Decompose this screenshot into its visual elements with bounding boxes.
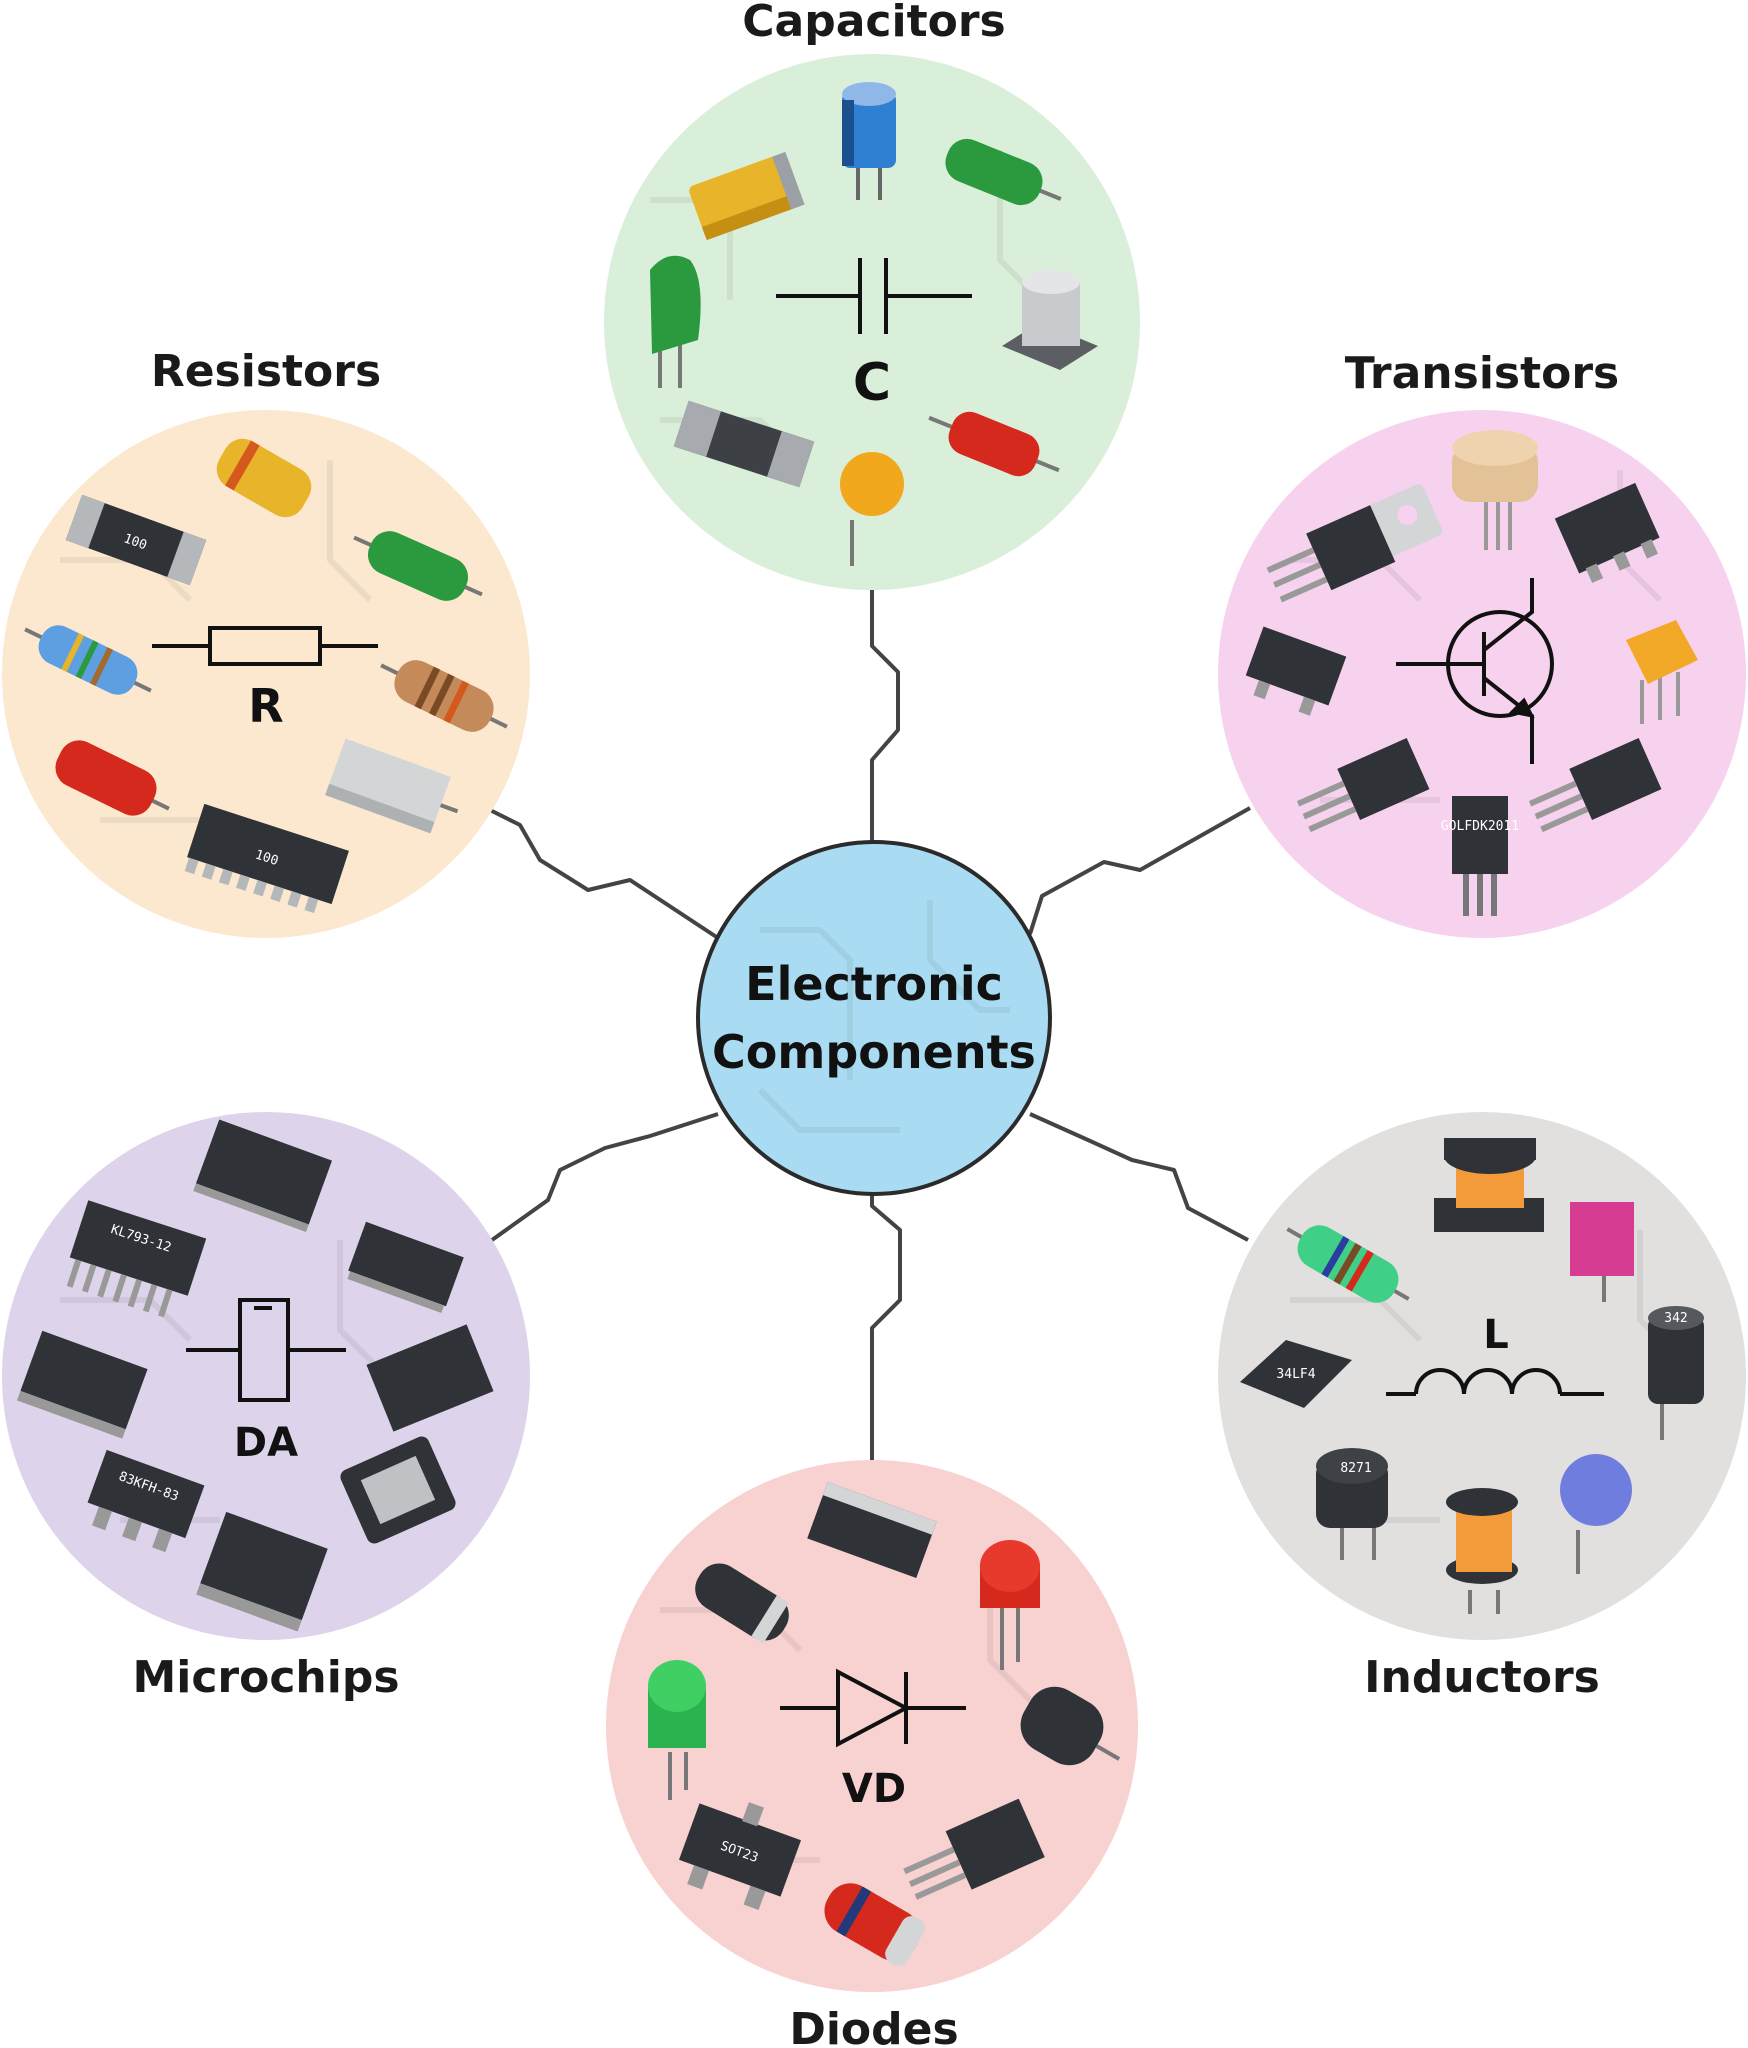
qfp-chip-bottom-icon	[196, 1511, 328, 1632]
center-node: Electronic Components	[696, 840, 1052, 1196]
center-traces	[757, 900, 1010, 1133]
transistors-group: Transistors	[1218, 348, 1746, 938]
connector-transistors	[1028, 806, 1251, 935]
transistors-title: Transistors	[1345, 348, 1620, 399]
radial-inductor-small-icon: 342	[1648, 1306, 1704, 1440]
inductors-group: Inductors L 34LF4	[1218, 1112, 1746, 1703]
power-inductor-icon	[1434, 1138, 1544, 1232]
qfn-chip-icon	[366, 1324, 494, 1432]
zener-diode-icon	[824, 1883, 925, 1966]
smd-capacitor-icon	[673, 400, 815, 488]
resistor-yellow-icon	[216, 438, 312, 518]
smd-inductor-magenta-icon	[1570, 1202, 1634, 1302]
cement-resistor-icon	[325, 738, 459, 834]
capacitor-symbol	[776, 258, 972, 334]
connector-inductors	[1029, 1112, 1249, 1242]
tssop-chip-icon	[17, 1330, 148, 1439]
resistor-array-marking: 100	[253, 848, 280, 870]
inductor-symbol	[1386, 1368, 1604, 1396]
power-diode-icon	[1020, 1686, 1121, 1766]
transistor-to220-small-icon	[1296, 737, 1430, 833]
capacitors-title: Capacitors	[742, 0, 1005, 47]
film-capacitor-green-icon	[945, 138, 1062, 206]
radial-inductor-icon: 8271	[1316, 1448, 1388, 1560]
smd-inductor-icon: 34LF4	[1240, 1340, 1352, 1408]
radial-inductor-marking: 8271	[1340, 1461, 1371, 1476]
sot23-diode-icon: SOT23	[678, 1802, 802, 1910]
led-red-icon	[980, 1540, 1040, 1670]
transistor-to92-marking: GOLFDK2011	[1441, 819, 1519, 834]
ceramic-disc-inductor-blue-icon	[1560, 1454, 1632, 1574]
smd-electrolytic-capacitor-icon	[1002, 270, 1098, 370]
resistor-blue-icon	[24, 625, 152, 695]
transistor-to220-icon	[1266, 484, 1443, 603]
connector-resistors	[489, 808, 720, 940]
film-capacitor-red-icon	[928, 411, 1060, 477]
capacitor-symbol-label: C	[853, 353, 891, 413]
connector-diodes	[870, 1186, 902, 1462]
microchips-group: Microchips DA KL793-12	[2, 1112, 530, 1703]
center-circle	[696, 840, 1052, 1196]
resistor-symbol-label: R	[248, 679, 283, 733]
microchip-symbol	[186, 1298, 346, 1402]
ceramic-capacitor-green-icon	[650, 255, 701, 388]
tantalum-capacitor-icon	[689, 151, 805, 241]
connectors	[489, 590, 1251, 1462]
smd-resistor-icon: 100	[65, 494, 207, 586]
transistor-sot223-icon	[1245, 626, 1347, 716]
inductors-title: Inductors	[1364, 1652, 1600, 1703]
connector-microchips	[490, 1112, 719, 1242]
radial-inductor-small-marking: 342	[1664, 1311, 1687, 1326]
resistors-group: Resistors R 100	[2, 346, 530, 938]
capacitors-group: Capacitors C	[604, 0, 1140, 590]
led-green-icon	[648, 1660, 706, 1800]
resistor-red-icon	[55, 740, 170, 816]
inductor-symbol-label: L	[1483, 1312, 1509, 1358]
diode-symbol-label: VD	[842, 1766, 906, 1812]
to220-diode-icon	[903, 1798, 1045, 1900]
transistor-symbol	[1396, 578, 1554, 764]
glass-diode-icon	[695, 1563, 789, 1644]
sot-chip-icon: 83KFH-83	[87, 1449, 205, 1553]
transistor-to18-beige-icon	[1452, 430, 1538, 550]
resistor-symbol	[152, 626, 378, 666]
resistor-brown-icon	[380, 660, 508, 732]
resistor-array-icon: 100	[184, 803, 349, 914]
diodes-title: Diodes	[789, 2004, 958, 2048]
dip-chip-icon: KL793-12	[66, 1200, 207, 1318]
soic-chip-icon	[347, 1221, 464, 1314]
smd-diode-icon	[807, 1481, 937, 1579]
microchip-symbol-label: DA	[234, 1420, 298, 1466]
diode-symbol	[780, 1668, 966, 1748]
trimmer-yellow-icon	[1626, 620, 1698, 724]
transistor-to220-right-icon	[1528, 737, 1662, 833]
diodes-group: Diodes VD	[606, 1460, 1138, 2048]
electrolytic-capacitor-blue-icon	[842, 82, 896, 200]
microchips-title: Microchips	[132, 1652, 399, 1703]
transistor-to92-icon: GOLFDK2011	[1441, 796, 1519, 916]
axial-inductor-green-icon	[1286, 1225, 1410, 1303]
resistors-title: Resistors	[151, 346, 381, 397]
center-title-line1: Electronic	[745, 957, 1003, 1011]
plcc-chip-icon	[340, 1436, 456, 1544]
bobbin-inductor-icon	[1446, 1488, 1518, 1614]
connector-capacitors	[870, 590, 900, 850]
qfp-chip-icon	[193, 1119, 333, 1232]
ceramic-disc-capacitor-orange-icon	[840, 452, 904, 566]
smd-inductor-marking: 34LF4	[1276, 1367, 1315, 1382]
transistor-dpak-icon	[1554, 482, 1660, 584]
resistor-green-icon	[353, 531, 483, 601]
center-title-line2: Components	[712, 1025, 1036, 1079]
